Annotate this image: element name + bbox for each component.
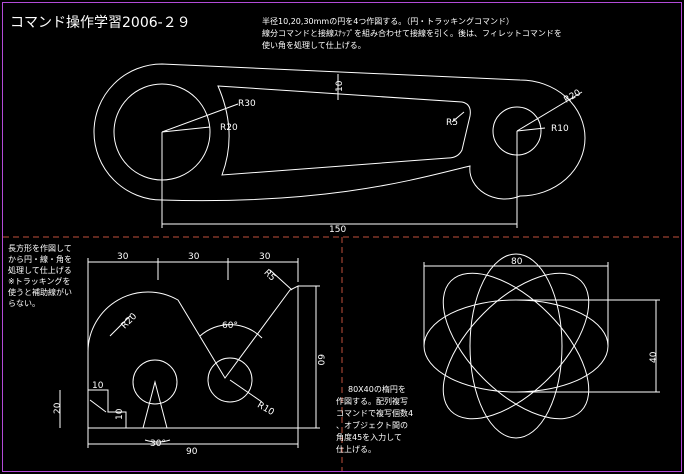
dim-r5-label: R5 — [446, 118, 458, 128]
r30-leader — [161, 103, 239, 133]
dim-30-c-label: 30 — [259, 252, 271, 262]
dim-r20-label: R20 — [220, 123, 238, 133]
dim-r20-right-label: R20 — [562, 88, 583, 106]
dim-10-a-label: 10 — [92, 381, 104, 391]
r5-leader — [451, 111, 465, 123]
dim-10-label: 10 — [335, 80, 345, 92]
ellipse-135deg — [442, 272, 590, 420]
dim-20-label: 20 — [53, 402, 63, 414]
bracket-left-hole — [132, 359, 178, 405]
bracket-right-hole — [207, 357, 253, 403]
note-bottom-line6: 仕上げる。 — [336, 444, 376, 454]
note-bottom-line2: 作図する。配列複写 — [336, 396, 408, 406]
ellipse-90deg — [469, 253, 563, 439]
bracket-outline — [87, 285, 299, 429]
dim-60deg-label: 60° — [222, 321, 238, 331]
ellipse-array-drawing: 80 40 — [423, 253, 660, 439]
note-left-line5: 使うと補助線がい — [8, 287, 72, 297]
dim-60-label: 60 — [315, 354, 325, 366]
dim-30deg-arc — [144, 439, 171, 443]
bracket-step-diagonal — [89, 399, 107, 413]
dim-80-label: 80 — [511, 257, 523, 267]
dim-60deg-arc — [199, 324, 263, 339]
dim-30deg-label: 30° — [150, 439, 166, 449]
inner-slot — [217, 85, 471, 176]
dim-r5-label: R5 — [262, 268, 278, 284]
dim-10-b-label: 10 — [115, 408, 125, 420]
bracket-v-notch — [142, 380, 168, 429]
note-bottom-line4: 、オブジェクト間の — [336, 420, 408, 430]
dim-150-label: 150 — [329, 225, 346, 235]
dim-r10-label: R10 — [551, 124, 569, 134]
note-left-line2: から円・線・角を — [8, 254, 72, 264]
bracket-step — [88, 389, 127, 428]
ellipse-45deg — [442, 272, 590, 420]
dim-40-label: 40 — [649, 351, 659, 363]
r10-hole-leader — [229, 379, 263, 403]
r5-bracket-leader — [269, 269, 293, 291]
note-left-line1: 長方形を作図して — [8, 243, 72, 253]
r20-right-leader — [516, 91, 583, 132]
dim-r20-label: R20 — [120, 311, 140, 331]
dim-30-b-label: 30 — [188, 252, 200, 262]
dim-r10-label: R10 — [255, 400, 276, 418]
r10-leader — [516, 127, 546, 132]
note-left-line3: 処理して仕上げる — [8, 265, 72, 275]
note-bottom-line3: コマンドで複写個数4 — [336, 408, 413, 418]
note-top-line2: 線分コマンドと接線ｽﾅｯﾌﾟを組み合わせて接線を引く。後は、フィレットコマンドを — [262, 28, 562, 38]
note-bottom-line5: 角度45を入力して — [336, 432, 402, 442]
ellipse-0deg — [423, 299, 609, 393]
note-left-line4: ※トラッキングを — [8, 276, 70, 286]
dim-30-a-label: 30 — [117, 252, 129, 262]
note-top-line3: 使い角を処理して仕上げる。 — [262, 40, 366, 50]
note-bottom-line1: 80X40の楕円を — [348, 384, 406, 394]
top-link-drawing: 10 R30 R20 R5 R20 R10 150 — [93, 63, 586, 235]
dim-r30-label: R30 — [238, 99, 256, 109]
r20-leader — [109, 315, 131, 337]
sheet-title: コマンド操作学習2006-２９ — [10, 15, 191, 31]
note-top-line1: 半径10,20,30mmの円を4つ作図する。（円・トラッキングコマンド） — [262, 16, 514, 26]
link-outer-outline — [93, 63, 586, 202]
note-left-line6: らない。 — [8, 299, 40, 308]
r20-leader — [161, 126, 211, 133]
bracket-drawing: 30 30 30 R5 R20 60° 60 10 10 20 R10 30° … — [53, 252, 325, 457]
dim-90-label: 90 — [186, 447, 198, 457]
